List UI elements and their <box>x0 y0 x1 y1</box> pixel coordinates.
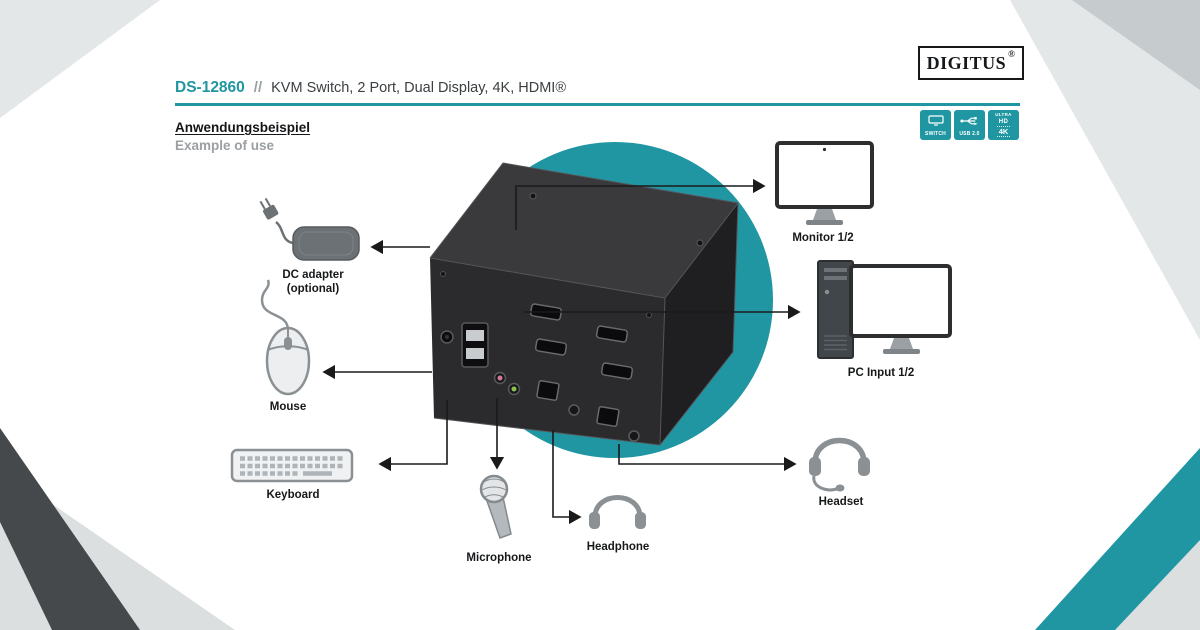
arrow-to-monitor <box>515 178 766 230</box>
badge-ultra-hd: ULTRA HD 4K <box>988 110 1019 140</box>
brand-logo: DIGITUS® <box>918 46 1024 80</box>
mic-jack-pink <box>497 375 503 381</box>
label-keyboard: Keyboard <box>266 489 320 501</box>
product-header: DS-12860 // KVM Switch, 2 Port, Dual Dis… <box>175 79 566 97</box>
label-dc-adapter: DC adapter (optional) <box>282 268 343 297</box>
pc-tower-and-monitor <box>817 260 952 359</box>
audio-jack <box>628 430 640 442</box>
usb-a-ports <box>461 322 489 368</box>
headset <box>809 437 870 492</box>
webcam-dot <box>822 147 827 152</box>
screw-icon <box>646 312 652 318</box>
brand-logo-text: DIGITUS <box>926 52 1007 73</box>
decor-top-right-gray <box>1072 0 1200 90</box>
monitor-display <box>775 141 874 225</box>
product-model: DS-12860 <box>175 79 245 96</box>
section-heading: Anwendungsbeispiel Example of use <box>175 120 310 153</box>
label-headset: Headset <box>818 496 864 508</box>
headphone <box>589 495 646 529</box>
badge-uhd-line2: HD <box>998 118 1009 125</box>
audio-jack <box>568 404 580 416</box>
badge-uhd-line1: ULTRA <box>995 112 1012 117</box>
connection-arrows <box>322 178 801 525</box>
arrow-to-headset <box>618 444 797 472</box>
kvm-switch-device <box>429 162 739 446</box>
label-dc-adapter-line2: (optional) <box>286 283 340 296</box>
registered-mark: ® <box>1008 49 1016 59</box>
label-mouse: Mouse <box>269 401 307 413</box>
keyboard <box>230 448 354 483</box>
power-jack-pin <box>445 335 449 339</box>
hdmi-ports <box>529 303 634 380</box>
label-headphone: Headphone <box>586 541 650 553</box>
mouse <box>260 279 311 396</box>
feature-badges: SWITCH USB 2.0 ULTRA HD 4K <box>920 110 1019 140</box>
section-heading-de: Anwendungsbeispiel <box>175 120 311 135</box>
decor-bottom-left-dark <box>0 428 140 630</box>
screw-icon <box>529 192 537 200</box>
section-heading-en: Example of use <box>175 138 275 153</box>
badge-uhd-line3: 4K <box>996 125 1011 137</box>
microphone <box>479 474 512 539</box>
switch-monitor-icon <box>927 113 944 131</box>
label-monitor: Monitor 1/2 <box>792 232 854 244</box>
arrow-to-headphone <box>552 430 582 525</box>
decor-top-right-light <box>1010 0 1200 340</box>
label-dc-adapter-line1: DC adapter <box>282 269 344 281</box>
arrow-to-keyboard <box>378 400 448 472</box>
badge-usb-label: USB 2.0 <box>959 131 980 137</box>
label-pc-input: PC Input 1/2 <box>847 367 915 379</box>
screw-icon <box>440 271 446 277</box>
badge-switch-label: SWITCH <box>925 131 946 137</box>
badge-usb: USB 2.0 <box>954 110 985 140</box>
usb-icon <box>960 113 979 131</box>
label-microphone: Microphone <box>466 552 532 564</box>
decor-bottom-right-teal <box>1035 448 1200 630</box>
header-separator: // <box>253 79 263 96</box>
usb-b-ports <box>536 380 620 427</box>
decor-top-left-light <box>0 0 160 118</box>
product-title: KVM Switch, 2 Port, Dual Display, 4K, HD… <box>271 80 566 96</box>
dc-adapter <box>259 197 360 261</box>
audio-jack-green <box>511 386 517 392</box>
accent-divider <box>175 103 1020 106</box>
badge-switch: SWITCH <box>920 110 951 140</box>
screw-icon <box>696 239 704 247</box>
